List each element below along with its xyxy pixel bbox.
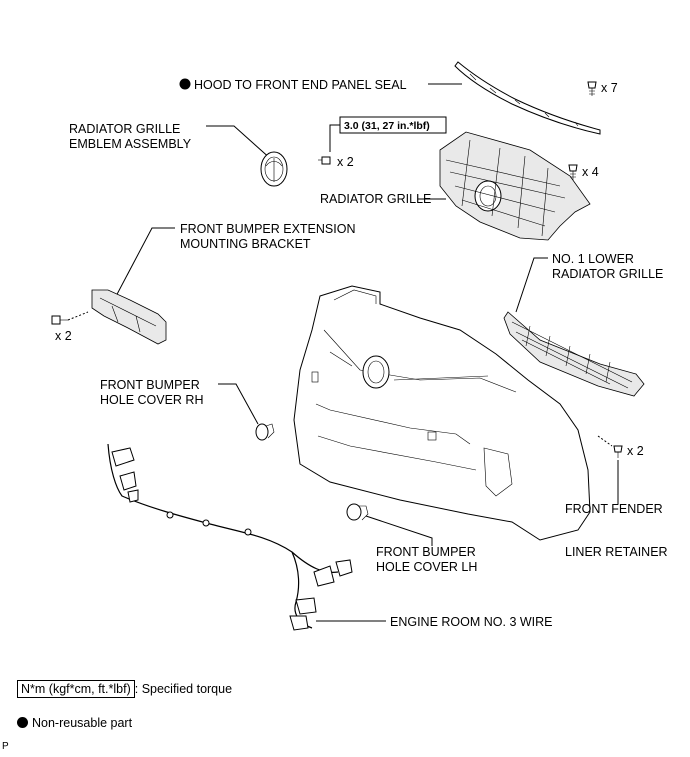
wire-label: ENGINE ROOM NO. 3 WIRE xyxy=(390,615,553,629)
emblem-label-line2: EMBLEM ASSEMBLY xyxy=(69,137,192,151)
non-reusable-legend-text: Non-reusable part xyxy=(32,716,133,730)
bracket-label-line2: MOUNTING BRACKET xyxy=(180,237,311,251)
wire-harness-part xyxy=(107,443,353,631)
front-bumper-part xyxy=(293,285,591,541)
footer-code: P xyxy=(2,741,9,752)
non-reusable-legend: Non-reusable part xyxy=(17,716,132,730)
torque-value: 3.0 (31, 27 in.*lbf) xyxy=(344,120,430,132)
emblem-part xyxy=(260,151,288,187)
clip-icon-fender xyxy=(613,445,623,458)
hole-cover-rh-part xyxy=(255,423,275,441)
fender-clip-qty: x 2 xyxy=(627,444,644,458)
bracket-part xyxy=(91,289,167,345)
radiator-grille-part xyxy=(439,131,591,241)
fender-label-line2: LINER RETAINER xyxy=(565,545,668,559)
fender-label-line1: FRONT FENDER xyxy=(565,502,663,516)
grille-clip-qty: x 4 xyxy=(582,165,599,179)
torque-legend: N*m (kgf*cm, ft.*lbf): Specified torque xyxy=(17,680,232,698)
hole-cover-lh-part xyxy=(346,503,369,521)
radiator-grille-label: RADIATOR GRILLE xyxy=(320,192,431,206)
emblem-bolt-qty: x 2 xyxy=(337,155,354,169)
torque-unit-box: N*m (kgf*cm, ft.*lbf) xyxy=(17,680,135,698)
hole-lh-label-line2: HOLE COVER LH xyxy=(376,560,477,574)
bolt-icon-bracket xyxy=(51,315,68,325)
clip-icon xyxy=(587,81,597,96)
hole-rh-label-line2: HOLE COVER RH xyxy=(100,393,204,407)
non-reusable-dot-icon xyxy=(179,78,191,90)
hole-rh-label-line1: FRONT BUMPER xyxy=(100,378,200,392)
lower-grille-label-line2: RADIATOR GRILLE xyxy=(552,267,663,281)
bracket-bolt-qty: x 2 xyxy=(55,329,72,343)
torque-legend-text: : Specified torque xyxy=(134,682,233,696)
lower-grille-part xyxy=(503,311,645,397)
clip-icon-grille xyxy=(568,164,578,180)
non-reusable-legend-dot-icon xyxy=(17,717,28,728)
bolt-icon xyxy=(318,156,331,165)
hood-seal-label: HOOD TO FRONT END PANEL SEAL xyxy=(194,78,407,92)
clip-top-qty: x 7 xyxy=(601,81,618,95)
lower-grille-label-line1: NO. 1 LOWER xyxy=(552,252,634,266)
bracket-label-line1: FRONT BUMPER EXTENSION xyxy=(180,222,355,236)
emblem-label-line1: RADIATOR GRILLE xyxy=(69,122,180,136)
hood-seal-part xyxy=(454,61,601,135)
hole-lh-label-line1: FRONT BUMPER xyxy=(376,545,476,559)
